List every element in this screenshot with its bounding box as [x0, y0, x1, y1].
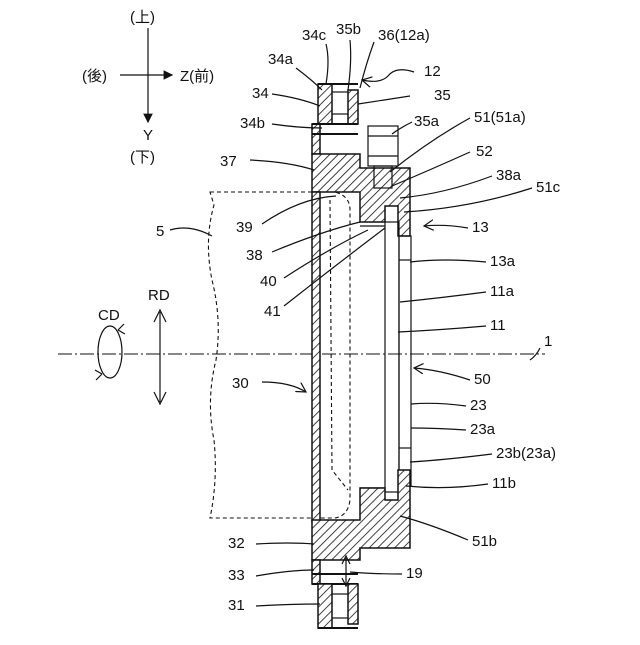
- label-30: 30: [232, 375, 249, 392]
- label-34b: 34b: [240, 115, 265, 132]
- label-23: 23: [470, 397, 487, 414]
- part-31-right: [348, 584, 358, 624]
- part-34-left: [318, 84, 332, 124]
- label-51b: 51b: [472, 533, 497, 550]
- leader-33: [256, 570, 314, 576]
- leader-50: [414, 368, 470, 380]
- label-11b: 11b: [492, 475, 516, 492]
- label-35a: 35a: [414, 113, 440, 130]
- leader-12: [362, 70, 414, 82]
- label-1: 1: [544, 333, 552, 350]
- label-34c: 34c: [302, 27, 327, 44]
- leader-11a: [400, 292, 486, 302]
- cd-rotation-arrow: [98, 326, 122, 378]
- leader-13a: [410, 260, 486, 262]
- label-38: 38: [246, 247, 263, 264]
- component-5-inner-dash: [330, 200, 348, 490]
- leader-30: [262, 382, 306, 392]
- label-12: 12: [424, 63, 441, 80]
- label-51: 51(51a): [474, 109, 526, 126]
- leader-41: [284, 228, 385, 306]
- leader-51c: [404, 188, 532, 212]
- label-35b: 35b: [336, 21, 361, 38]
- label-19: 19: [406, 565, 423, 582]
- leader-32: [256, 543, 314, 544]
- cd-label: CD: [98, 307, 120, 324]
- plate-11: [385, 222, 399, 492]
- label-34: 34: [252, 85, 269, 102]
- part-32-block: [312, 470, 410, 560]
- label-23b: 23b(23a): [496, 445, 556, 462]
- leader-13: [424, 225, 468, 228]
- leader-40: [284, 230, 368, 278]
- part-35-right: [348, 90, 358, 124]
- cd-arrowhead-bottom: [95, 370, 102, 380]
- axis-z-front-label: Z(前): [180, 68, 214, 85]
- leader-35b: [348, 40, 351, 90]
- label-11a: 11a: [490, 283, 515, 300]
- leader-35: [358, 96, 410, 104]
- wall-30-main: [312, 192, 320, 522]
- leader-5: [170, 228, 212, 236]
- label-38a: 38a: [496, 167, 522, 184]
- leader-35a: [392, 122, 412, 134]
- label-37: 37: [220, 153, 237, 170]
- leader-23b: [410, 454, 492, 462]
- axis-up-label: (上): [130, 9, 155, 26]
- label-35: 35: [434, 87, 451, 104]
- label-23a: 23a: [470, 421, 496, 438]
- leader-11b: [406, 484, 488, 488]
- label-31: 31: [228, 597, 245, 614]
- label-41: 41: [264, 303, 281, 320]
- leader-23a: [411, 428, 466, 430]
- axis-down-label: (下): [130, 149, 155, 166]
- label-50: 50: [474, 371, 491, 388]
- component-5-outline: [208, 192, 350, 518]
- leader-31: [256, 604, 320, 606]
- label-13a: 13a: [490, 253, 516, 270]
- leader-34c: [326, 44, 328, 84]
- rd-label: RD: [148, 287, 170, 304]
- label-51c: 51c: [536, 179, 561, 196]
- label-52: 52: [476, 143, 493, 160]
- leader-39: [262, 196, 336, 224]
- label-40: 40: [260, 273, 277, 290]
- axis-y-label: Y: [143, 127, 153, 144]
- housing-cross-section: [312, 84, 411, 628]
- label-33: 33: [228, 567, 245, 584]
- axis-indicator: (上) (後) Z(前) Y (下): [82, 9, 214, 166]
- label-39: 39: [236, 219, 253, 236]
- direction-indicators: CD RD: [95, 287, 170, 404]
- label-13: 13: [472, 219, 489, 236]
- leader-23: [411, 403, 466, 406]
- wall-strip-lower: [312, 560, 320, 584]
- label-5: 5: [156, 223, 164, 240]
- leader-38a: [400, 176, 492, 198]
- label-11: 11: [490, 317, 506, 334]
- label-36: 36(12a): [378, 27, 430, 44]
- leader-37: [250, 160, 314, 170]
- screw-head-35a: [368, 126, 398, 166]
- part-31-left: [318, 584, 332, 628]
- leader-34a: [296, 68, 322, 90]
- leader-34: [272, 94, 320, 106]
- label-32: 32: [228, 535, 245, 552]
- label-34a: 34a: [268, 51, 294, 68]
- cd-arrowhead-top: [118, 324, 125, 334]
- axis-back-label: (後): [82, 68, 107, 85]
